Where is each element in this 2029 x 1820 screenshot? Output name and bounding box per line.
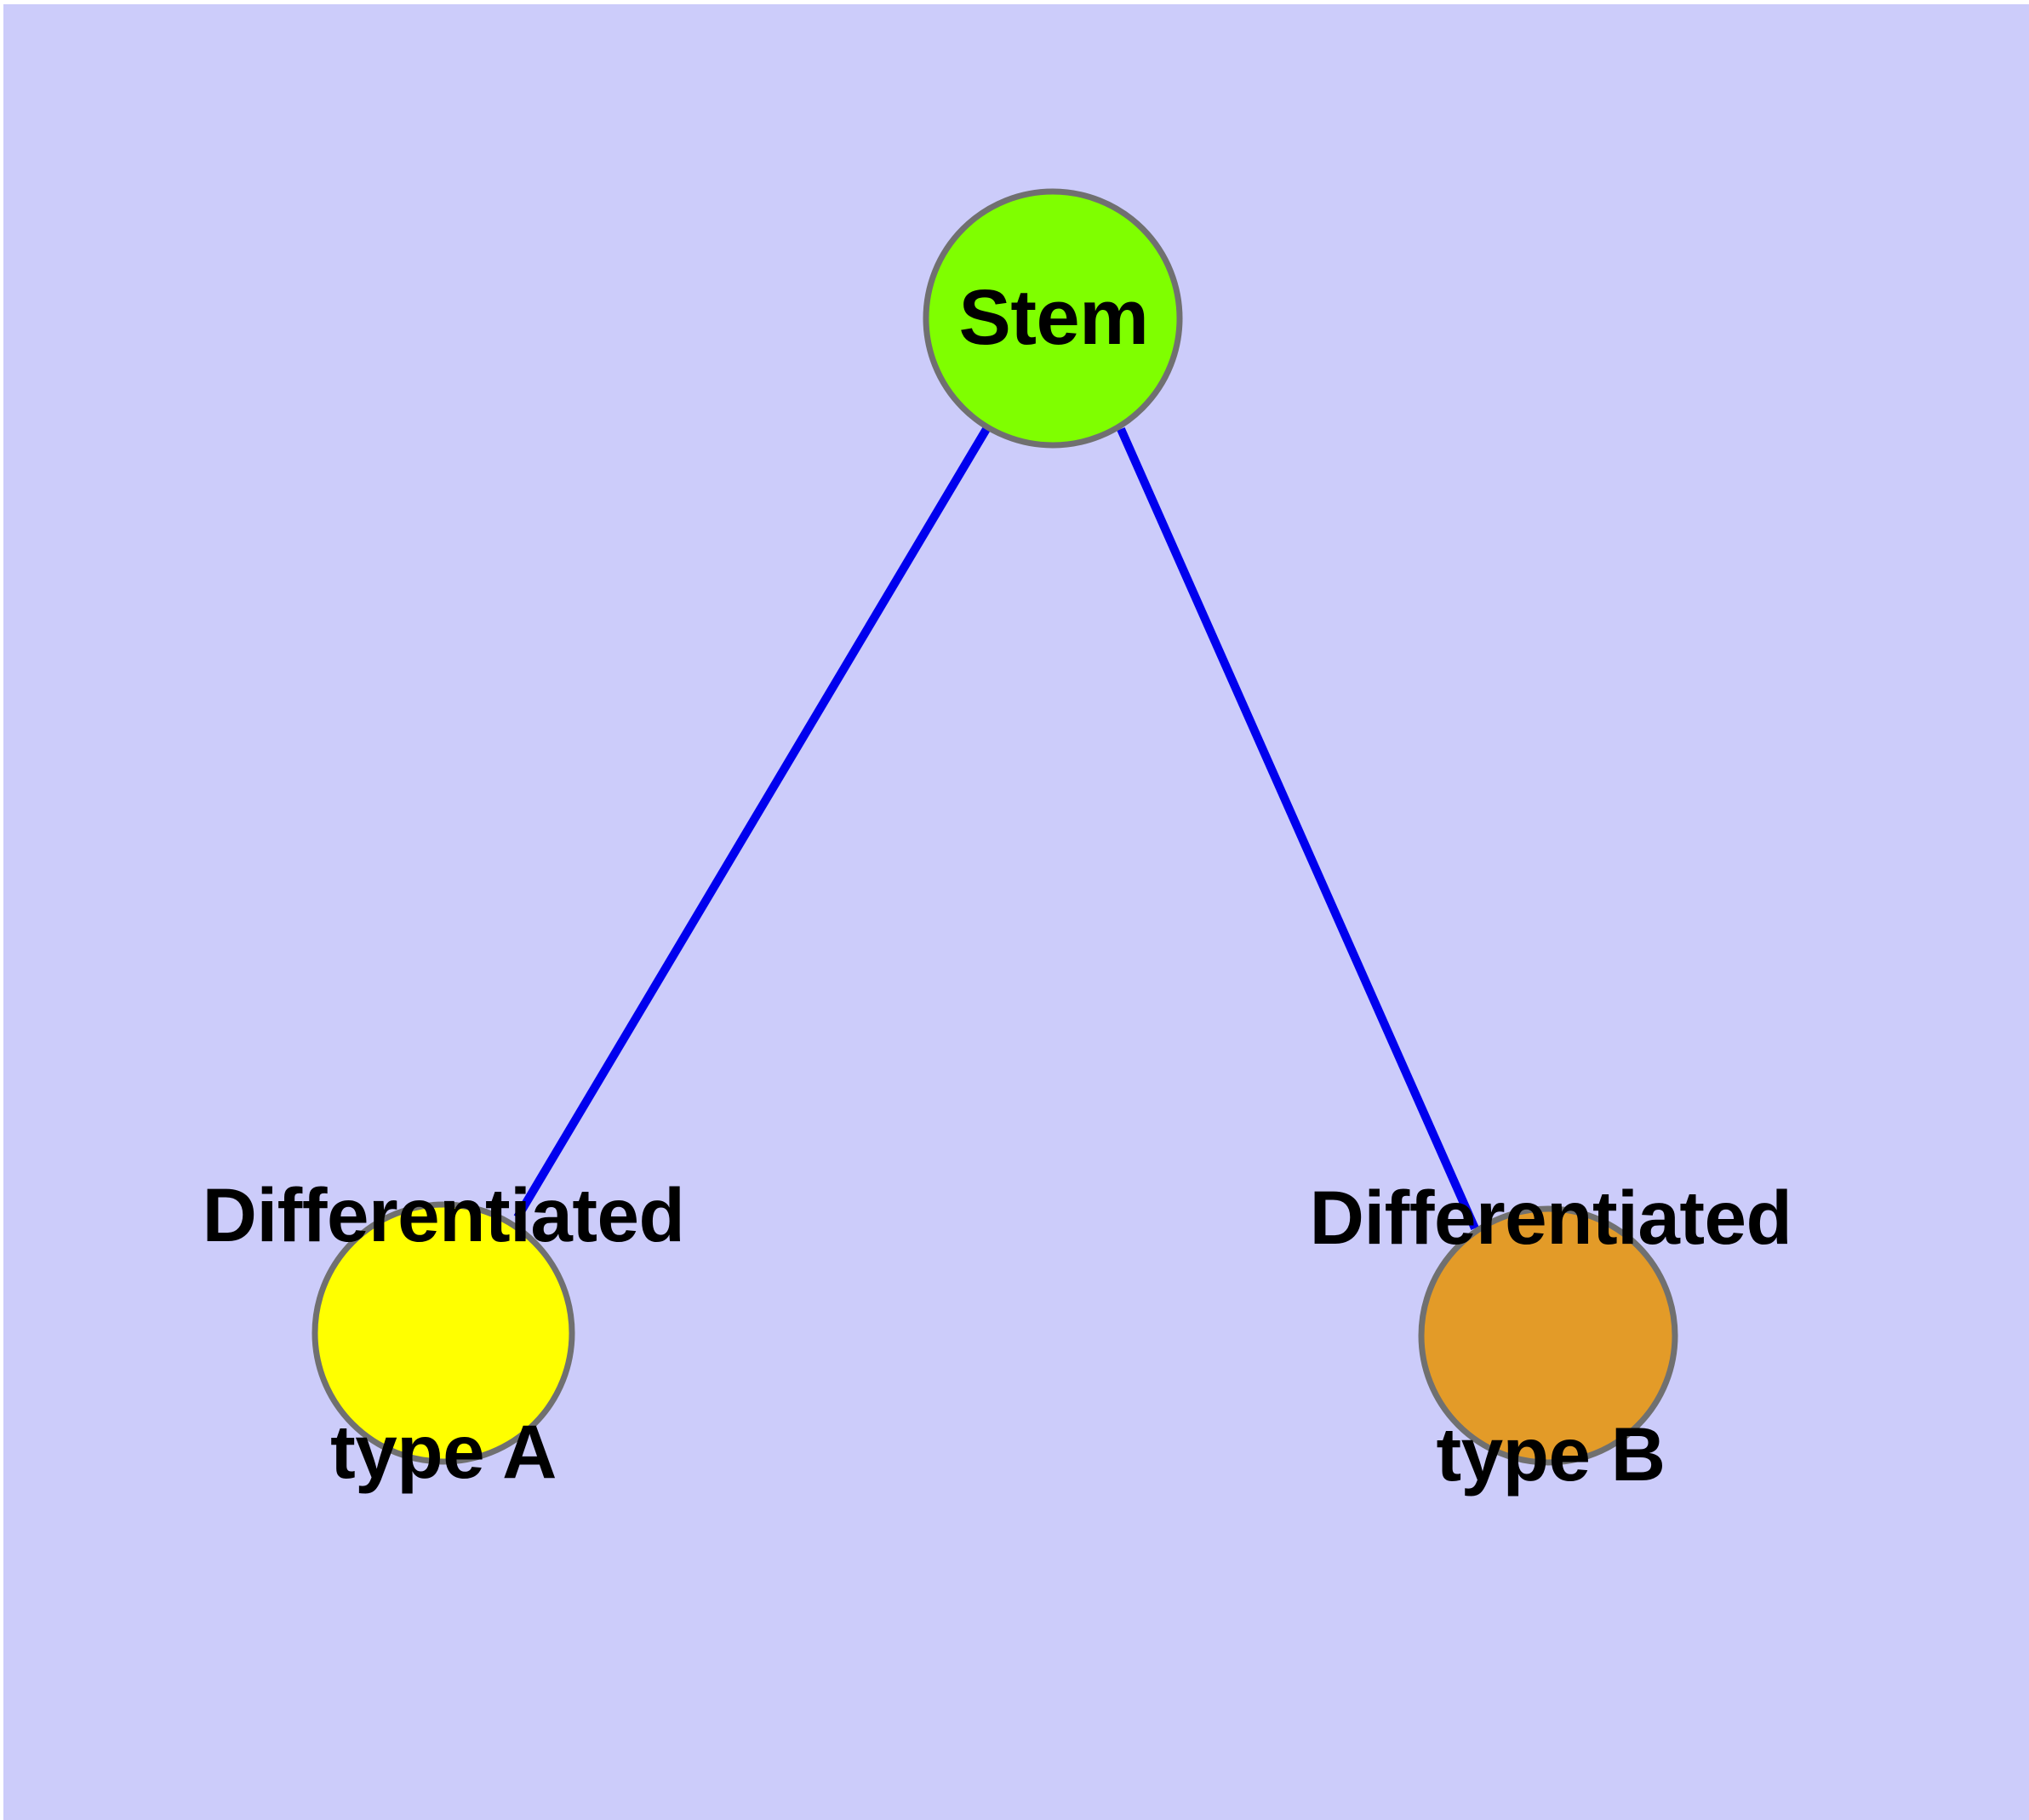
node-differentiated-type-b[interactable]	[1418, 1205, 1678, 1466]
edge-stem-to-differentiated-type-b[interactable]	[1117, 426, 1479, 1231]
edge-stem-to-differentiated-type-a[interactable]	[513, 426, 991, 1220]
edge-layer	[513, 426, 1479, 1231]
node-layer	[311, 188, 1678, 1466]
node-differentiated-type-a[interactable]	[311, 1201, 575, 1465]
node-stem[interactable]	[923, 188, 1183, 449]
